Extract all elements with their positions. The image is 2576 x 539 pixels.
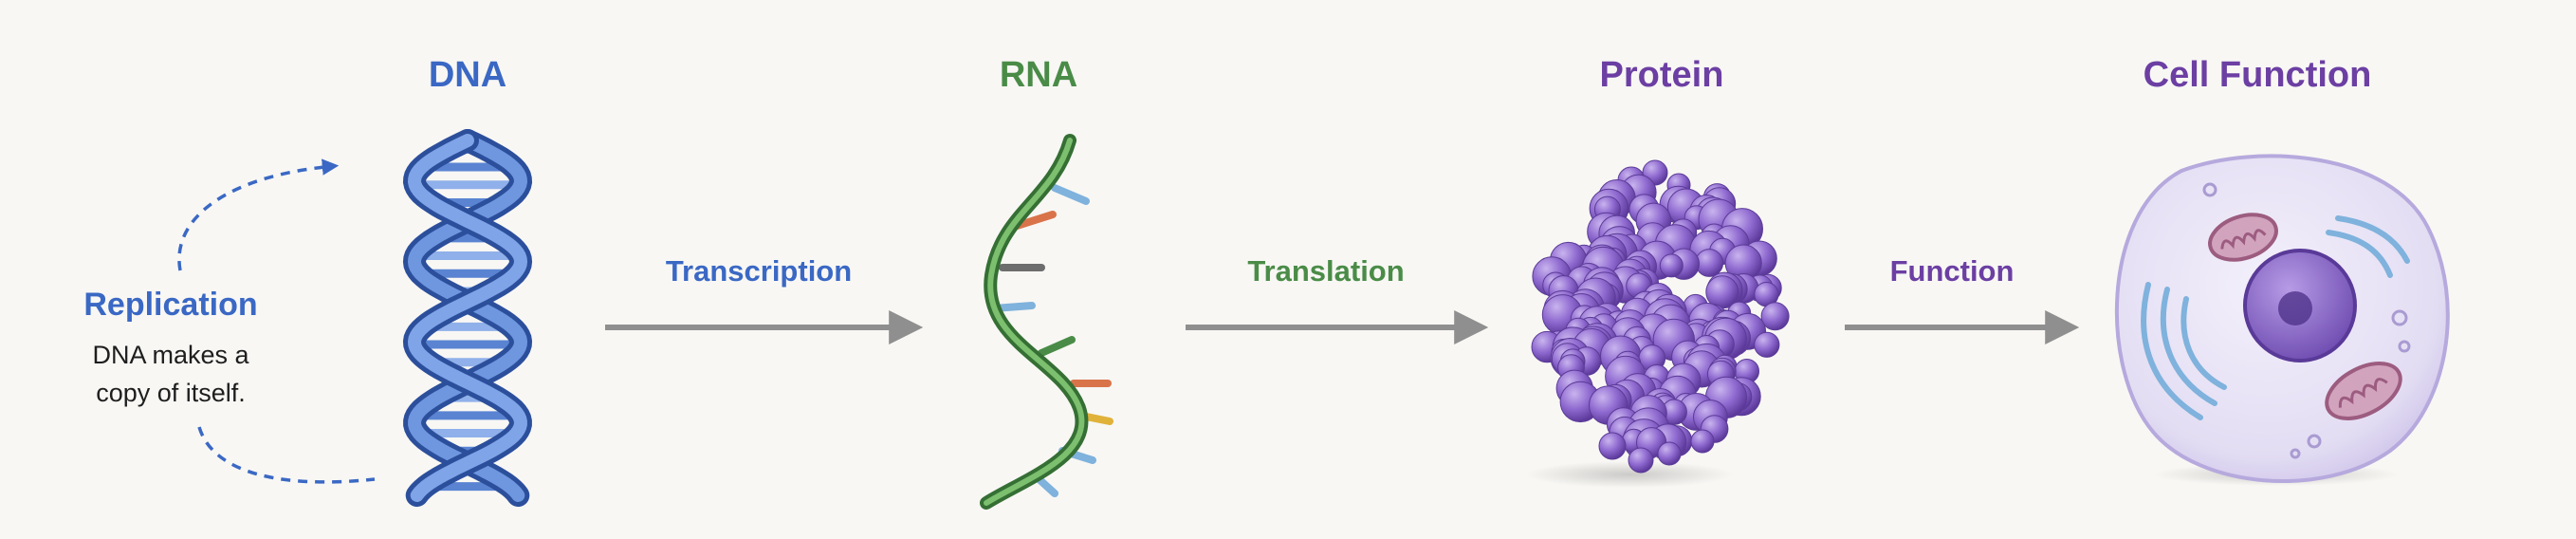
step-label-function: Function	[1889, 254, 2015, 288]
stage-title-cell-function: Cell Function	[2143, 55, 2372, 95]
stage-title-protein: Protein	[1599, 55, 1724, 95]
protein-atom	[1628, 447, 1654, 474]
protein-atom	[1598, 432, 1627, 460]
protein-atom	[1659, 253, 1684, 278]
stage-title-dna: DNA	[428, 55, 507, 95]
rna-strand-icon	[980, 134, 1113, 510]
protein-atom	[1760, 302, 1790, 331]
cell-icon	[2115, 154, 2450, 486]
rna-base	[1013, 211, 1057, 230]
protein-atom	[1657, 441, 1682, 466]
protein-atom	[1690, 429, 1715, 454]
step-label-transcription: Transcription	[665, 254, 853, 288]
rna-base	[1051, 184, 1090, 205]
stage-title-rna: RNA	[999, 55, 1078, 95]
protein-atom	[1695, 249, 1724, 277]
protein-atom	[1754, 331, 1780, 358]
dna-helix-icon	[402, 129, 533, 507]
replication-label: Replication	[83, 287, 258, 323]
replication-loop-arrow	[177, 158, 376, 484]
protein-molecule-icon	[1525, 159, 1790, 488]
step-label-translation: Translation	[1247, 254, 1405, 288]
replication-description: DNA makes a copy of itself.	[92, 341, 249, 407]
rna-base	[1038, 336, 1076, 357]
